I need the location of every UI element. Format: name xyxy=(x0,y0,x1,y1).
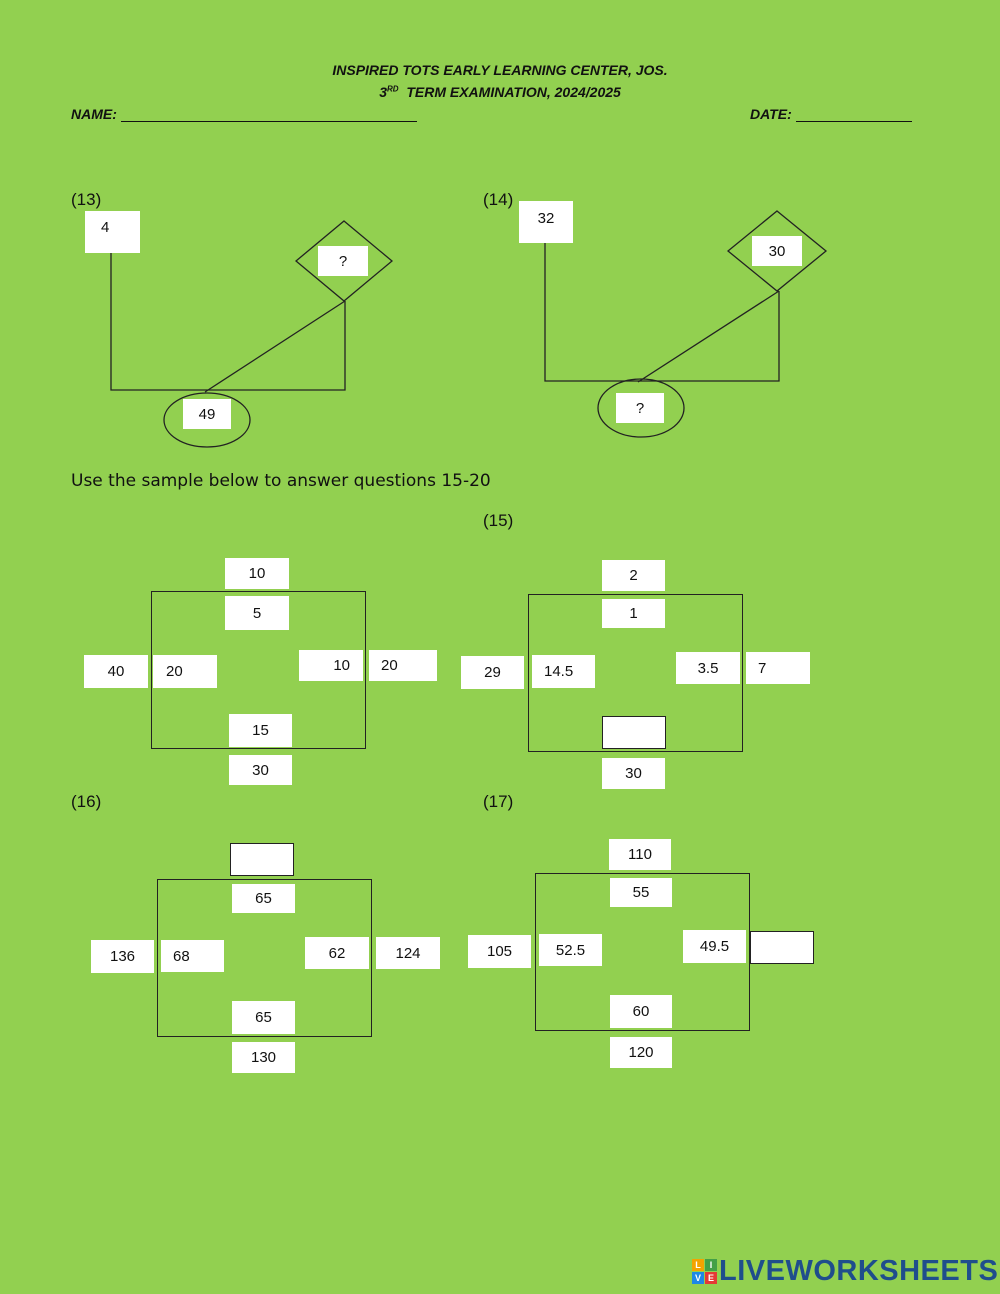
q17-outer-right-input[interactable] xyxy=(750,931,814,964)
q15-outer-top: 2 xyxy=(602,560,665,591)
q15-frame xyxy=(528,594,743,752)
term-number: 3 xyxy=(379,84,387,100)
q14-circle xyxy=(597,378,685,438)
sample-inner-top: 5 xyxy=(225,596,289,630)
logo-tiles-icon: L I V E xyxy=(692,1259,717,1284)
sample-inner-bottom: 15 xyxy=(229,714,292,747)
q17-frame xyxy=(535,873,750,1031)
q15-inner-right: 3.5 xyxy=(676,652,740,684)
q16-inner-right: 62 xyxy=(305,937,369,969)
logo-tile: L xyxy=(692,1259,704,1271)
date-field[interactable]: DATE: xyxy=(750,106,912,122)
q17-label: (17) xyxy=(483,792,514,811)
name-label: NAME: xyxy=(71,106,121,122)
q16-inner-bottom: 65 xyxy=(232,1001,295,1034)
sample-outer-top: 10 xyxy=(225,558,289,589)
sample-outer-left: 40 xyxy=(84,655,148,688)
q16-label: (16) xyxy=(71,792,102,811)
q13-circle-box: 49 xyxy=(183,399,231,429)
q15-label: (15) xyxy=(483,511,514,530)
q16-outer-bottom: 130 xyxy=(232,1042,295,1073)
q13-diagonal xyxy=(204,300,346,393)
sample-frame xyxy=(151,591,366,749)
q16-outer-left: 136 xyxy=(91,940,154,973)
q17-inner-left: 52.5 xyxy=(539,934,602,966)
q15-outer-left: 29 xyxy=(461,656,524,689)
name-line[interactable] xyxy=(120,107,417,122)
q14-diagonal xyxy=(637,290,780,383)
q13-circle xyxy=(163,392,251,448)
term-text: TERM EXAMINATION, 2024/2025 xyxy=(406,84,621,100)
q15-outer-bottom: 30 xyxy=(602,758,665,789)
logo-tile: E xyxy=(705,1272,717,1284)
q15-inner-left: 14.5 xyxy=(532,655,595,688)
q16-outer-right: 124 xyxy=(376,937,440,969)
q15-outer-right: 7 xyxy=(746,652,810,684)
q17-outer-top: 110 xyxy=(609,839,671,870)
q13-connector xyxy=(110,253,346,391)
logo-tile: I xyxy=(705,1259,717,1271)
school-title: INSPIRED TOTS EARLY LEARNING CENTER, JOS… xyxy=(332,62,668,78)
q14-diamond-box: 30 xyxy=(752,236,802,266)
logo-text: LIVEWORKSHEETS xyxy=(719,1255,999,1287)
logo-tile: V xyxy=(692,1272,704,1284)
exam-title: 3RD TERM EXAMINATION, 2024/2025 xyxy=(0,84,1000,100)
sample-inner-right: 10 xyxy=(299,650,363,681)
q17-outer-left: 105 xyxy=(468,935,531,968)
q17-outer-bottom: 120 xyxy=(610,1037,672,1068)
sample-outer-bottom: 30 xyxy=(229,755,292,785)
q17-inner-bottom: 60 xyxy=(610,995,672,1028)
q14-circle-box[interactable]: ? xyxy=(616,393,664,423)
q13-diamond xyxy=(294,220,394,302)
q15-inner-top: 1 xyxy=(602,599,665,628)
sample-inner-left: 20 xyxy=(153,655,217,688)
q17-inner-top: 55 xyxy=(610,878,672,907)
term-suffix: RD xyxy=(386,84,399,94)
q15-inner-bottom-input[interactable] xyxy=(602,716,666,749)
q17-inner-right: 49.5 xyxy=(683,930,746,963)
q16-inner-left: 68 xyxy=(161,940,224,972)
q14-connector xyxy=(544,243,780,382)
liveworksheets-logo[interactable]: L I V E LIVEWORKSHEETS xyxy=(692,1255,998,1288)
q14-top-box: 32 xyxy=(519,201,573,243)
date-line[interactable] xyxy=(795,107,912,122)
q13-top-box: 4 xyxy=(85,211,140,253)
q14-label: (14) xyxy=(483,190,514,209)
q13-label: (13) xyxy=(71,190,102,209)
instruction-text: Use the sample below to answer questions… xyxy=(71,471,491,491)
q16-outer-top-input[interactable] xyxy=(230,843,294,876)
q14-diamond xyxy=(726,210,828,292)
sample-outer-right: 20 xyxy=(369,650,437,681)
q16-frame xyxy=(157,879,372,1037)
name-field[interactable]: NAME: xyxy=(71,106,417,122)
q13-diamond-box[interactable]: ? xyxy=(318,246,368,276)
q16-inner-top: 65 xyxy=(232,884,295,913)
date-label: DATE: xyxy=(750,106,796,122)
